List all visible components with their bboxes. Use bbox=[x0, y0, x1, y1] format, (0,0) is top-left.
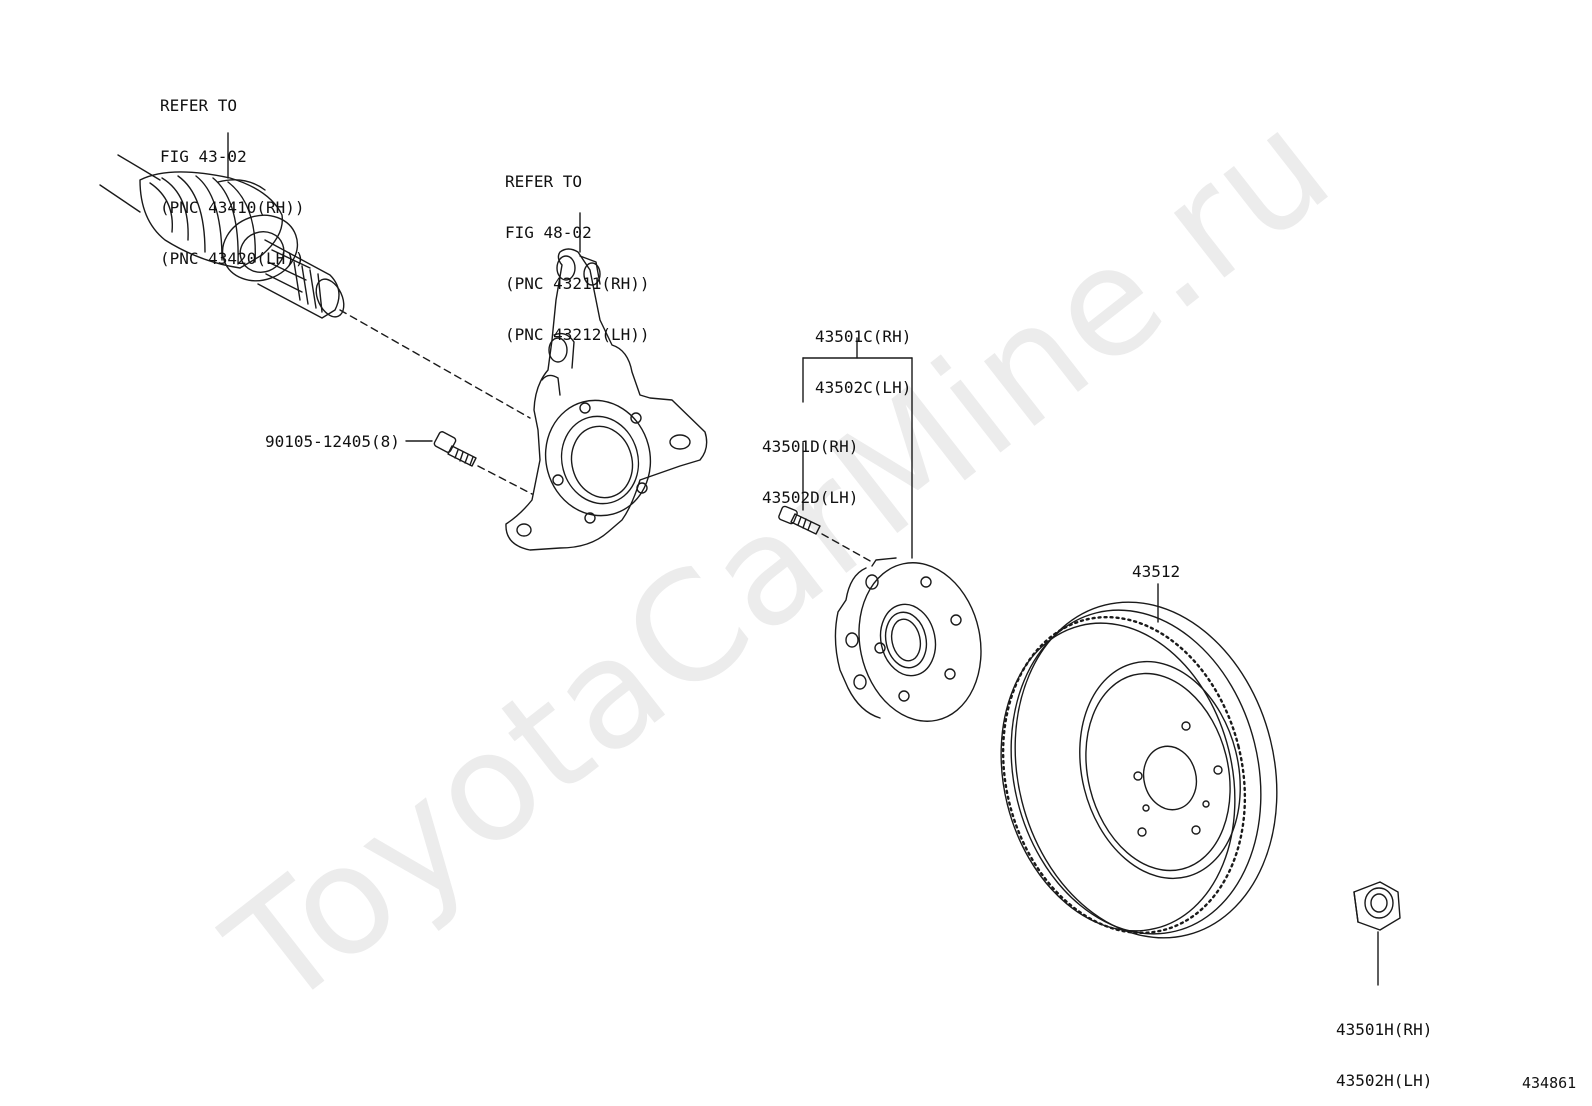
knuckle-callout: REFER TO FIG 48-02 (PNC 43211(RH)) (PNC … bbox=[505, 139, 650, 360]
hub-assembly-bracket bbox=[802, 337, 913, 559]
hub-bolt-callout-rh: 43501D(RH) bbox=[762, 437, 859, 456]
knuckle-callout-line-2: FIG 48-02 bbox=[505, 223, 592, 242]
hub-bolt-callout: 43501D(RH) 43502D(LH) bbox=[762, 404, 858, 523]
disc-callout: 43512 bbox=[1132, 562, 1181, 581]
driveshaft-callout-line-1: REFER TO bbox=[160, 96, 238, 115]
driveshaft-axis-dash bbox=[339, 309, 531, 419]
knuckle-callout-line-3: (PNC 43211(RH)) bbox=[505, 274, 650, 293]
hub-bolt-callout-lh: 43502D(LH) bbox=[762, 488, 859, 507]
hub-nut-callout-lh: 43502H(LH) bbox=[1336, 1071, 1433, 1090]
hub-nut-callout: 43501H(RH) 43502H(LH) bbox=[1336, 987, 1432, 1106]
hub-bolt-axis-dash bbox=[821, 533, 873, 563]
knuckle-bolt-axis-dash bbox=[477, 465, 533, 495]
hub-assembly-callout: 43501C(RH) 43502C(LH) bbox=[815, 294, 911, 413]
knuckle-callout-line-4: (PNC 43212(LH)) bbox=[505, 325, 650, 344]
figure-number: 434861 bbox=[1522, 1074, 1577, 1092]
hub-nut-callout-rh: 43501H(RH) bbox=[1336, 1020, 1433, 1039]
hub-assembly-callout-rh: 43501C(RH) bbox=[815, 327, 912, 346]
hub-assembly-callout-lh: 43502C(LH) bbox=[815, 378, 912, 397]
hub-bearing-assembly-part[interactable] bbox=[834, 551, 995, 732]
drive-shaft-part[interactable] bbox=[99, 154, 349, 321]
knuckle-bolt-callout: 90105-12405(8) bbox=[265, 432, 400, 451]
hub-bolt-part[interactable] bbox=[778, 505, 821, 535]
driveshaft-callout-line-2: FIG 43-02 bbox=[160, 147, 247, 166]
knuckle-callout-line-1: REFER TO bbox=[505, 172, 583, 191]
driveshaft-callout-line-3: (PNC 43410(RH)) bbox=[160, 198, 305, 217]
knuckle-bolt-part[interactable] bbox=[433, 431, 477, 467]
hub-nut-part[interactable] bbox=[1353, 881, 1401, 931]
brake-disc-part[interactable] bbox=[970, 574, 1312, 966]
driveshaft-callout: REFER TO FIG 43-02 (PNC 43410(RH)) (PNC … bbox=[160, 63, 305, 284]
driveshaft-callout-line-4: (PNC 43420(LH)) bbox=[160, 249, 305, 268]
steering-knuckle-part[interactable] bbox=[505, 248, 708, 551]
